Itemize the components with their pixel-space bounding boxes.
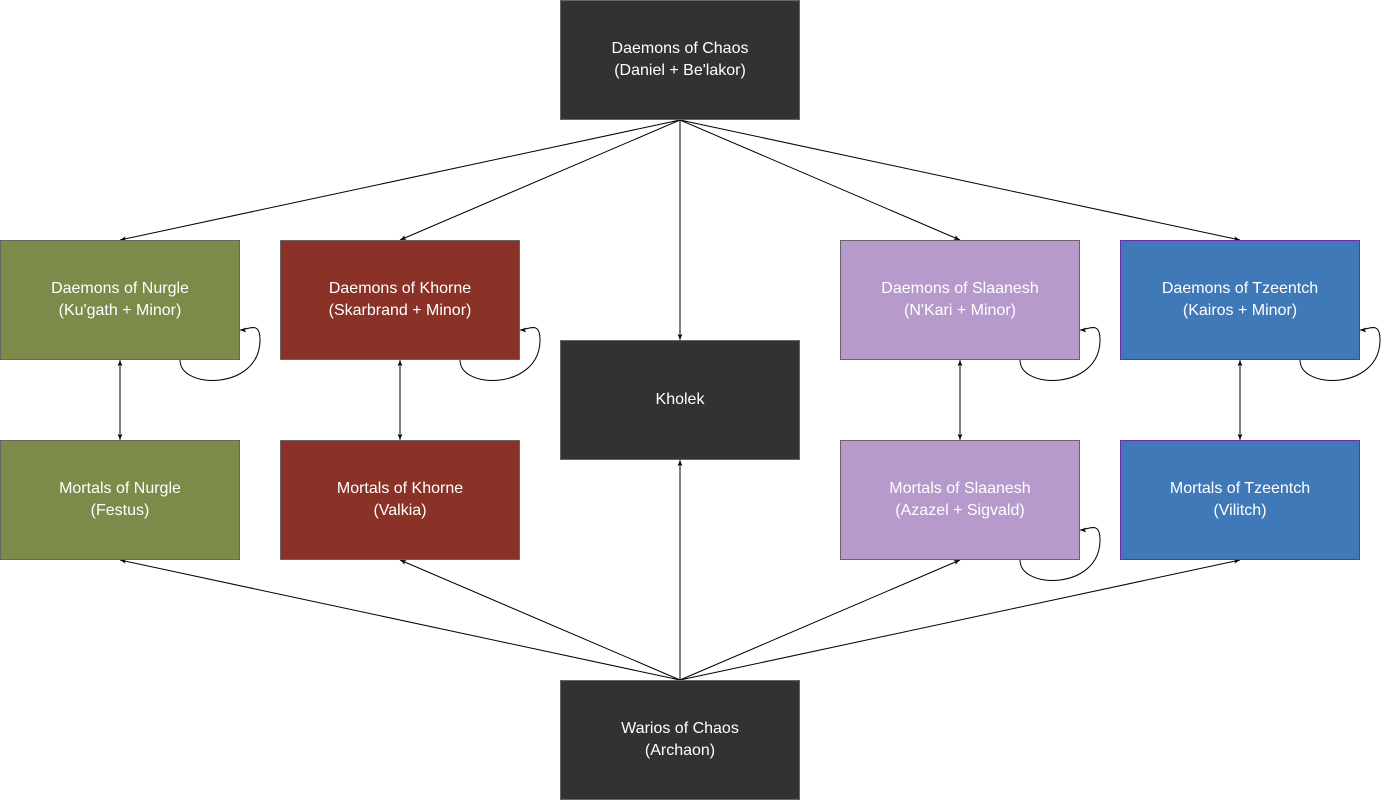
self-loop-edge (1299, 327, 1381, 381)
node-label: Mortals of Khorne (Valkia) (336, 480, 464, 519)
node-daemons-of-nurgle[interactable]: Daemons of Nurgle (Ku'gath + Minor) (0, 240, 240, 360)
node-mortals-of-khorne[interactable]: Mortals of Khorne (Valkia) (280, 440, 520, 560)
node-mortals-of-slaanesh[interactable]: Mortals of Slaanesh (Azazel + Sigvald) (840, 440, 1080, 560)
node-label: Warios of Chaos (Archaon) (621, 720, 739, 759)
self-loop-edge (1019, 527, 1101, 581)
node-warriors-of-chaos[interactable]: Warios of Chaos (Archaon) (560, 680, 800, 800)
node-daemons-of-slaanesh[interactable]: Daemons of Slaanesh (N'Kari + Minor) (840, 240, 1080, 360)
directed-edge (119, 558, 681, 681)
node-label: Daemons of Chaos (Daniel + Be'lakor) (611, 40, 749, 79)
directed-edge (679, 119, 961, 241)
directed-edge (679, 119, 1241, 242)
directed-edge (679, 559, 961, 681)
self-loop-edge (179, 327, 261, 381)
directed-edge (399, 559, 681, 681)
edges (117, 119, 1381, 681)
node-label: Mortals of Nurgle (Festus) (59, 480, 181, 519)
node-mortals-of-nurgle[interactable]: Mortals of Nurgle (Festus) (0, 440, 240, 560)
node-label: Daemons of Nurgle (Ku'gath + Minor) (51, 280, 189, 319)
node-daemons-of-chaos[interactable]: Daemons of Chaos (Daniel + Be'lakor) (560, 0, 800, 120)
node-label: Daemons of Khorne (Skarbrand + Minor) (328, 280, 472, 319)
directed-edge (679, 558, 1241, 681)
node-daemons-of-khorne[interactable]: Daemons of Khorne (Skarbrand + Minor) (280, 240, 520, 360)
directed-edge (399, 119, 681, 241)
self-loop-edge (1019, 327, 1101, 381)
node-label: Daemons of Tzeentch (Kairos + Minor) (1161, 280, 1319, 319)
node-label: Mortals of Tzeentch (Vilitch) (1169, 480, 1311, 519)
directed-edge (119, 119, 681, 242)
self-loop-edge (459, 327, 541, 381)
node-kholek[interactable]: Kholek (560, 340, 800, 460)
node-label: Kholek (655, 391, 705, 408)
node-daemons-of-tzeentch[interactable]: Daemons of Tzeentch (Kairos + Minor) (1120, 240, 1360, 360)
node-label: Daemons of Slaanesh (N'Kari + Minor) (881, 280, 1039, 319)
node-mortals-of-tzeentch[interactable]: Mortals of Tzeentch (Vilitch) (1120, 440, 1360, 560)
node-label: Mortals of Slaanesh (Azazel + Sigvald) (889, 480, 1031, 519)
